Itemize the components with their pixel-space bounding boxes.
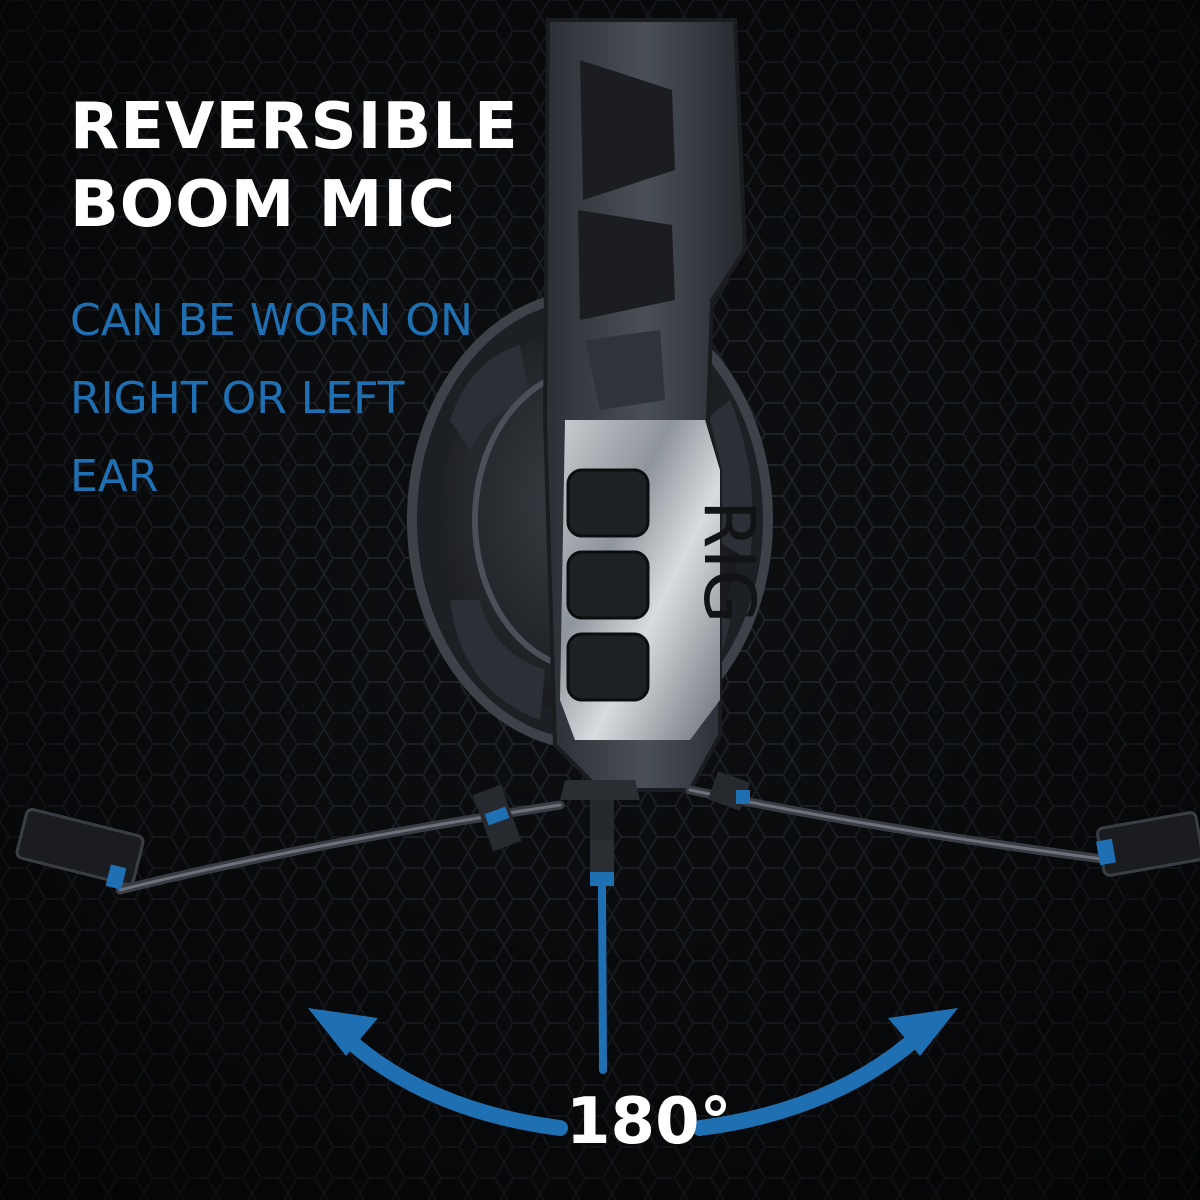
headline-line-1: REVERSIBLE xyxy=(70,90,519,164)
control-button xyxy=(566,550,650,620)
headline: REVERSIBLE BOOM MIC xyxy=(70,88,519,244)
control-button xyxy=(566,632,650,702)
arrow-right-icon xyxy=(888,1008,958,1056)
brand-logo: RIG xyxy=(688,500,770,624)
description-line-3: EAR xyxy=(70,451,159,502)
description-line-1: CAN BE WORN ON xyxy=(70,295,473,346)
headband xyxy=(542,18,748,792)
rotation-angle-label: 180° xyxy=(566,1085,732,1159)
boom-mic-right xyxy=(685,771,1200,877)
rotation-arrows xyxy=(308,1008,958,1136)
feature-description: CAN BE WORN ON RIGHT OR LEFT EAR xyxy=(70,282,473,516)
boom-mic-left xyxy=(15,784,565,895)
description-line-2: RIGHT OR LEFT xyxy=(70,373,405,424)
boom-mic-down xyxy=(590,840,614,1074)
arrow-left-icon xyxy=(308,1008,378,1056)
headline-line-2: BOOM MIC xyxy=(70,168,457,242)
control-button xyxy=(566,468,650,538)
